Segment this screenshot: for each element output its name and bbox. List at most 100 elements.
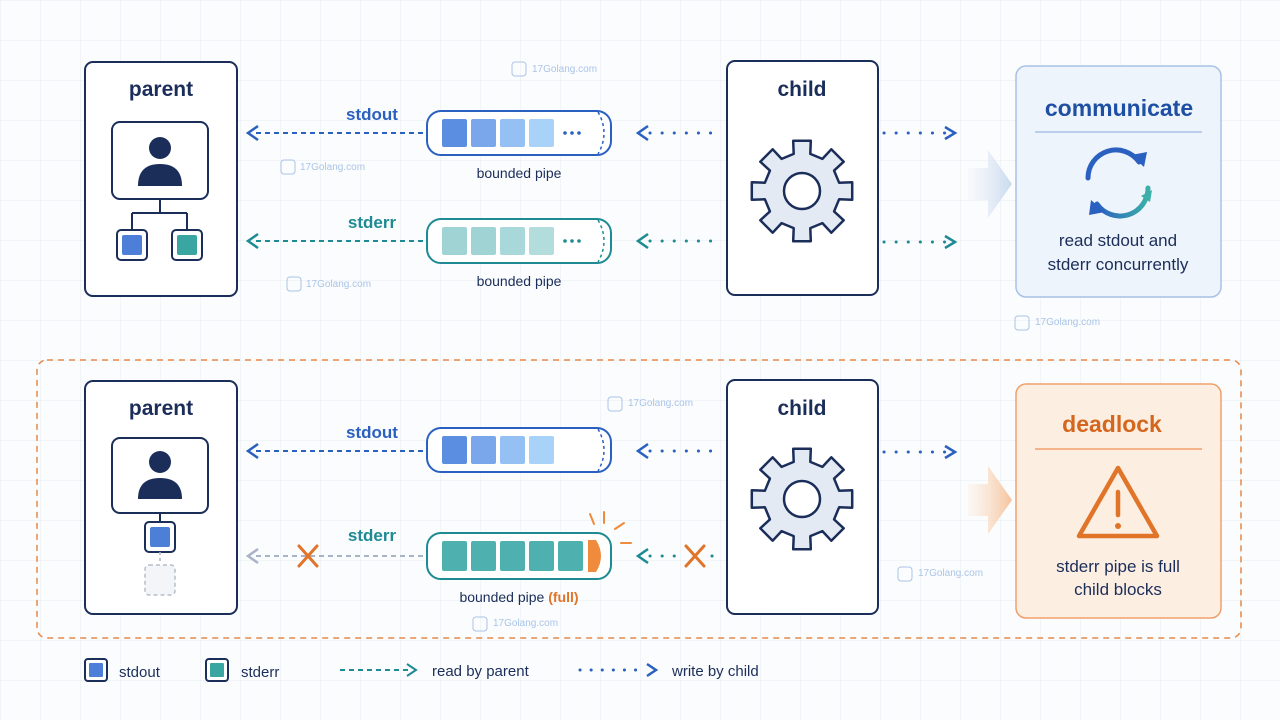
watermark: 17Golang.com bbox=[286, 276, 371, 292]
pipe-overflow bbox=[588, 540, 601, 572]
child-process-box: child bbox=[726, 379, 879, 615]
child-process-box: child bbox=[726, 60, 879, 296]
stderr-row-blocked: stderr bounded pipe (full) bbox=[245, 511, 724, 605]
pipe-cell bbox=[500, 227, 525, 255]
parent-process-box: parent bbox=[84, 380, 238, 615]
transition-arrow bbox=[968, 150, 1012, 218]
stdout-row: stdout bounded pipe bbox=[245, 105, 958, 181]
stdout-pipe bbox=[426, 427, 612, 473]
watermark: 17Golang.com bbox=[472, 616, 558, 632]
write-stderr-dots bbox=[635, 547, 724, 565]
write-stdout-out-dots bbox=[882, 125, 958, 141]
result-panel-deadlock: deadlock stderr pipe is full child block… bbox=[1015, 383, 1222, 619]
stderr-pipe bbox=[426, 218, 612, 264]
watermark-text: 17Golang.com bbox=[918, 568, 983, 579]
watermark-text: 17Golang.com bbox=[532, 64, 597, 75]
stdout-fd-icon bbox=[116, 229, 148, 261]
read-stderr-arrowhead bbox=[245, 547, 259, 565]
pipe-cell bbox=[442, 541, 467, 571]
stderr-row: stderr bounded pipe bbox=[245, 213, 958, 289]
stderr-fd-icon bbox=[171, 229, 203, 261]
sync-arrows-icon bbox=[1085, 147, 1152, 219]
pipe-cell bbox=[442, 119, 467, 147]
watermark-text: 17Golang.com bbox=[300, 162, 365, 173]
pipe-full-badge: (full) bbox=[548, 589, 578, 605]
pipe-cell bbox=[529, 436, 554, 464]
pipe-cell bbox=[471, 436, 496, 464]
blocked-x-icon bbox=[684, 544, 706, 568]
pipe-cell bbox=[558, 541, 583, 571]
watermark: 17Golang.com bbox=[607, 396, 693, 412]
stdout-pipe-label: bounded pipe bbox=[477, 165, 562, 181]
parent-title: parent bbox=[129, 397, 193, 420]
stderr-label: stderr bbox=[348, 213, 397, 232]
pipe-ellipsis bbox=[563, 239, 581, 243]
result-line-2: stderr concurrently bbox=[1048, 255, 1189, 274]
legend-read-label: read by parent bbox=[432, 663, 530, 680]
pipe-cell bbox=[471, 227, 496, 255]
stdout-label: stdout bbox=[346, 105, 398, 124]
watermark: 17Golang.com bbox=[1014, 315, 1100, 331]
parent-process-box: parent bbox=[84, 61, 238, 297]
child-title: child bbox=[777, 78, 826, 101]
pipe-ellipsis bbox=[563, 131, 581, 135]
stdout-label: stdout bbox=[346, 423, 398, 442]
gear-hole bbox=[782, 171, 822, 211]
user-card bbox=[111, 121, 209, 200]
write-stderr-out-dots bbox=[882, 234, 958, 250]
tree-connector bbox=[131, 199, 188, 230]
stdout-pipe bbox=[426, 110, 612, 156]
write-stdout-dots bbox=[635, 442, 724, 460]
stderr-pipe-label: bounded pipe (full) bbox=[459, 589, 578, 605]
write-stderr-dots bbox=[635, 232, 724, 250]
pipe-cell bbox=[529, 119, 554, 147]
stderr-label: stderr bbox=[348, 526, 397, 545]
legend-stdout: stdout bbox=[84, 658, 161, 682]
pipe-cell bbox=[500, 541, 525, 571]
pipe-cell bbox=[471, 541, 496, 571]
watermark: 17Golang.com bbox=[511, 61, 597, 77]
stdout-fd-icon bbox=[144, 521, 176, 553]
write-stdout-dots bbox=[635, 124, 724, 142]
result-title: deadlock bbox=[1062, 411, 1162, 437]
legend-write: write by child bbox=[578, 662, 759, 680]
legend: stdout stderr read by parent write by ch… bbox=[84, 658, 759, 682]
child-title: child bbox=[777, 397, 826, 420]
result-title: communicate bbox=[1045, 95, 1193, 121]
user-card bbox=[111, 437, 209, 514]
result-line-1: stderr pipe is full bbox=[1056, 557, 1180, 576]
legend-stdout-label: stdout bbox=[119, 664, 161, 681]
pipe-cell bbox=[529, 227, 554, 255]
pipe-cell bbox=[500, 119, 525, 147]
scenario-communicate: parent stdout bbox=[84, 60, 1222, 298]
user-icon bbox=[138, 137, 182, 186]
stderr-pipe-full bbox=[426, 532, 612, 580]
read-stderr-arrowhead bbox=[245, 232, 259, 250]
legend-write-label: write by child bbox=[671, 663, 759, 680]
blocked-x-icon bbox=[297, 544, 319, 568]
read-stdout-arrowhead bbox=[245, 124, 259, 142]
pipe-cell bbox=[529, 541, 554, 571]
read-stdout-arrowhead bbox=[245, 442, 259, 460]
legend-stderr-label: stderr bbox=[241, 664, 279, 681]
stderr-pipe-label: bounded pipe bbox=[477, 273, 562, 289]
watermark-text: 17Golang.com bbox=[1035, 317, 1100, 328]
legend-stderr: stderr bbox=[205, 658, 279, 682]
scenario-deadlock: parent stdout bbox=[36, 359, 1242, 639]
watermark: 17Golang.com bbox=[280, 159, 365, 175]
pipe-cell bbox=[442, 436, 467, 464]
watermark: 17Golang.com bbox=[897, 566, 983, 582]
write-stdout-out-dots bbox=[882, 444, 958, 460]
stderr-fd-icon-unread bbox=[144, 564, 176, 596]
warning-triangle-icon bbox=[1076, 465, 1160, 539]
transition-arrow bbox=[968, 466, 1012, 534]
watermark-text: 17Golang.com bbox=[628, 398, 693, 409]
result-line-2: child blocks bbox=[1074, 580, 1162, 599]
gear-hole bbox=[782, 479, 822, 519]
gear-icon bbox=[750, 447, 854, 551]
result-panel-communicate: communicate read stdout and stderr concu… bbox=[1015, 65, 1222, 298]
watermark-text: 17Golang.com bbox=[493, 618, 558, 629]
gear-icon bbox=[750, 139, 854, 243]
watermark-text: 17Golang.com bbox=[306, 279, 371, 290]
parent-title: parent bbox=[129, 78, 193, 101]
